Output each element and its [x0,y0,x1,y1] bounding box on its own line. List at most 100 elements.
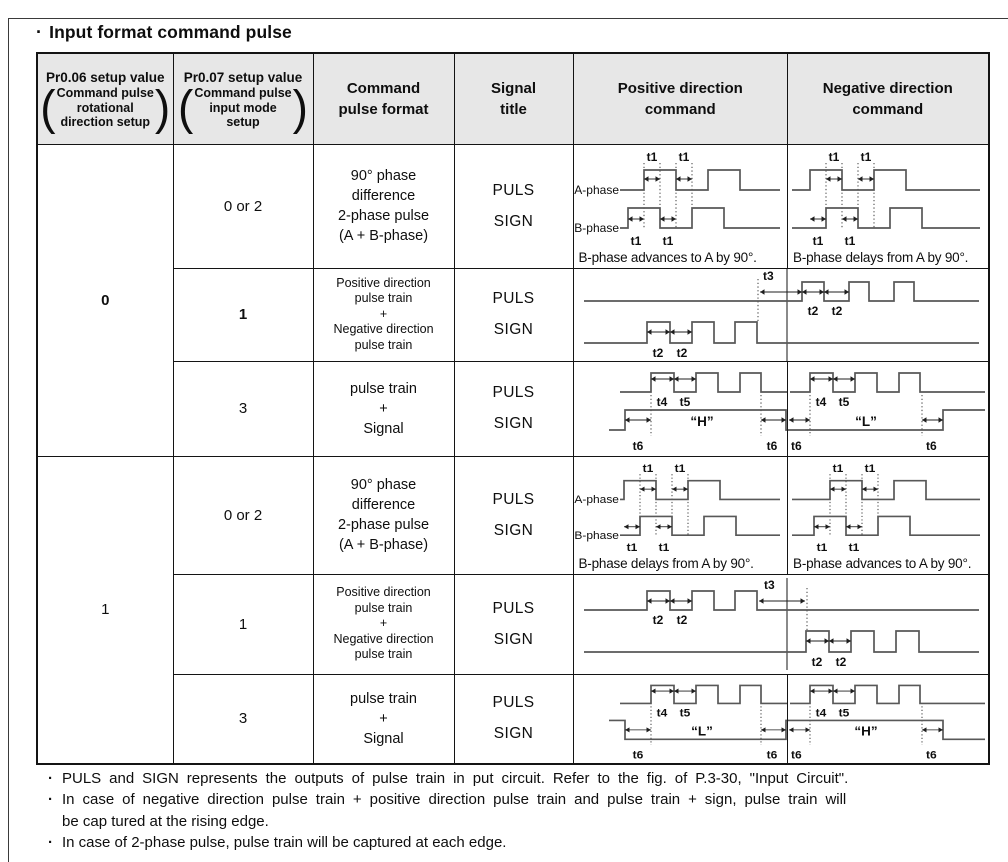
paren-line: setup [226,115,260,129]
arrowhead [624,727,629,733]
t1-label: t1 [865,462,876,475]
arrowhead [673,688,678,694]
arrowhead [760,417,765,423]
t6-label: t6 [926,748,937,761]
arrowhead [683,486,688,492]
note-text: be cap tured at the rising edge. [62,812,269,830]
t4-label: t4 [816,395,827,409]
a-phase-trace [792,479,981,500]
open-paren: ( [40,79,56,135]
arrowhead [687,598,692,604]
b-phase-label: B-phase [574,221,619,235]
arrowhead [650,688,655,694]
arrowhead [805,417,811,423]
arrowhead [922,417,927,423]
arrowhead [862,486,867,492]
note-line: · In case of negative direction pulse tra… [48,789,998,810]
note-text: In case of negative direction pulse trai… [62,791,847,809]
arrowhead [675,175,680,182]
cell-pr007: 3 [172,360,314,457]
signal-level-label: “H” [690,414,713,429]
t2-label: t2 [835,655,846,669]
b-phase-trace [792,515,981,536]
arrowhead [643,175,648,182]
page-border [8,18,1008,862]
a-phase-trace [619,168,780,191]
arrowhead [669,688,674,694]
arrowhead [828,376,834,382]
arrowhead [691,376,696,382]
sign-trace [788,409,986,431]
arrowhead [639,486,644,492]
arrowhead [781,417,786,423]
arrowhead [828,638,833,644]
close-paren: ) [154,79,171,135]
waveform-caption: B-phase delays from A by 90°. [578,555,754,571]
t2-label: t2 [831,304,842,318]
arrowhead [821,215,827,222]
t5-label: t5 [679,395,690,409]
note-line: ·In case of 2-phase pulse, pulse train w… [48,832,998,853]
a-phase-trace [792,168,981,191]
arrowhead [758,598,763,604]
cell-pr007: 1 [172,573,314,675]
puls-trace [583,590,979,611]
t6-label: t6 [766,748,777,761]
arrowhead [760,727,765,733]
a-phase-label: A-phase [574,183,619,197]
t6-label: t6 [791,439,802,453]
arrowhead [665,598,670,604]
t6-label: t6 [791,748,802,761]
arrowhead [624,417,629,423]
t5-label: t5 [839,707,850,720]
t3-label: t3 [764,578,775,592]
paren-line: rotational [76,100,134,115]
a-phase-label: A-phase [574,493,619,506]
t1-label: t1 [829,150,840,164]
close-paren: ) [292,79,308,135]
t1-label: t1 [813,234,824,248]
arrowhead [857,523,863,529]
arrowhead [825,523,831,529]
puls-trace [790,372,986,393]
puls-trace [619,684,787,704]
arrowhead [659,215,664,222]
t4-label: t4 [656,707,667,720]
note-text: PULS and SIGN represents the outputs of … [62,770,849,787]
title-bullet: · [36,22,43,42]
t1-label: t1 [861,150,872,164]
sign-trace [608,409,787,431]
arrowhead [646,328,651,335]
note-bullet: · [48,791,53,809]
arrowhead [842,215,847,222]
b-phase-trace [619,206,780,229]
signal-level-label: “L” [855,414,877,429]
arrowhead [814,523,819,529]
arrowhead [844,288,849,295]
arrowhead [938,727,944,733]
puls-trace [619,372,787,393]
arrowhead [627,215,632,222]
t2-label: t2 [811,655,822,669]
t1-label: t1 [646,150,657,164]
arrowhead [687,328,692,335]
